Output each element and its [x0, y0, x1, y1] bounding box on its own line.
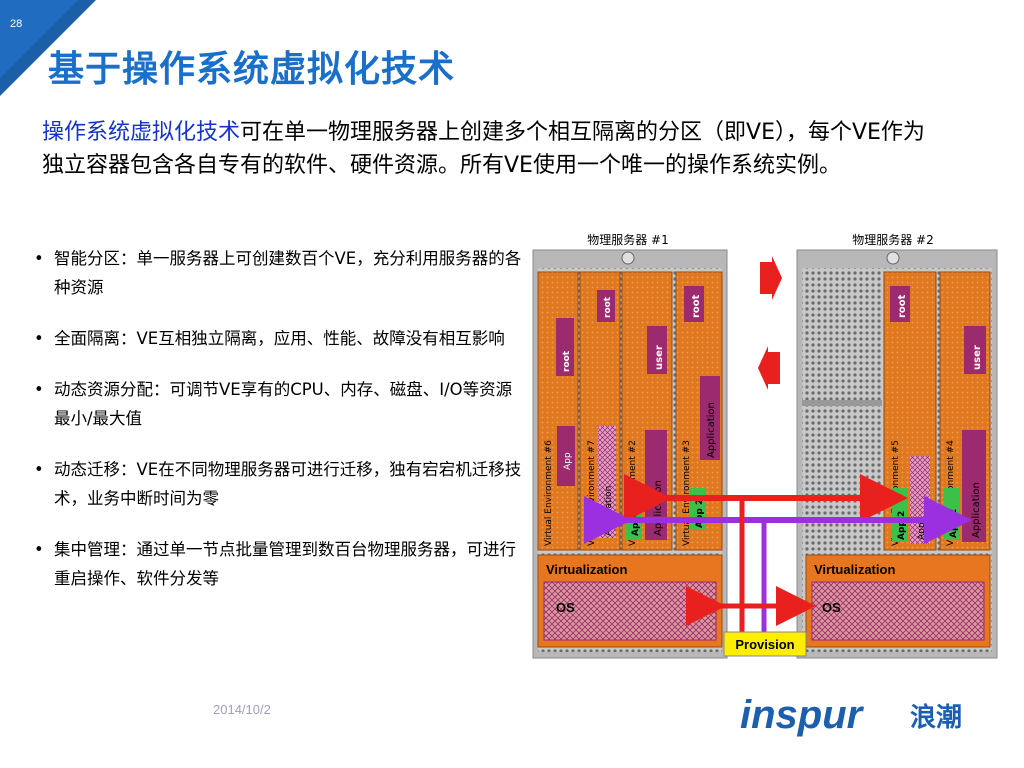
ve-column-2: Virtual Environment #2 user App 2 Applic…	[621, 271, 673, 551]
bullet-text: 全面隔离：VE互相独立隔离，应用、性能、故障没有相互影响	[54, 329, 505, 348]
ve5-app2-tag: App 2	[897, 511, 907, 540]
migrate-right-arrow	[760, 256, 782, 300]
bullet-item: • 动态迁移：VE在不同物理服务器可进行迁移，独有宕宕机迁移技术，业务中断时间为零	[34, 455, 524, 513]
bullet-dot: •	[34, 329, 44, 348]
ve7-root-tag: root	[603, 296, 613, 318]
bullet-list: • 智能分区：单一服务器上可创建数百个VE，充分利用服务器的各种资源 • 全面隔离：…	[34, 244, 524, 615]
ve5-root-tag: root	[897, 294, 908, 318]
virtualization-label-2: Virtualization	[814, 562, 895, 577]
bullet-text: 动态资源分配：可调节VE享有的CPU、内存、磁盘、I/O等资源最小/最大值	[54, 380, 513, 428]
ve4-application-tag: Application	[971, 482, 982, 538]
bullet-dot: •	[34, 540, 44, 559]
bullet-dot: •	[34, 460, 44, 479]
ve6-label: Virtual Environment #6	[544, 440, 554, 546]
ve7-label: Virtual Environment #7	[587, 440, 597, 546]
bullet-item: • 全面隔离：VE互相独立隔离，应用、性能、故障没有相互影响	[34, 324, 524, 353]
page-number: 28	[10, 18, 23, 30]
inspur-logo: inspur 浪潮	[740, 693, 962, 737]
intro-text: 可在单一物理服务器上创建多个相互隔离的分区（即VE），每个VE作为独立容器包含各…	[42, 120, 925, 178]
ve3-app2-tag: App 2	[695, 499, 705, 528]
bullet-text: 集中管理：通过单一节点批量管理到数百台物理服务器，可进行重启操作、软件分发等	[54, 540, 516, 588]
intro-paragraph: 操作系统虚拟化技术可在单一物理服务器上创建多个相互隔离的分区（即VE），每个VE…	[42, 116, 932, 182]
corner-decoration	[0, 0, 96, 96]
ve2-application-tag: Application	[653, 480, 664, 536]
bullet-text: 智能分区：单一服务器上可创建数百个VE，充分利用服务器的各种资源	[54, 249, 522, 297]
os-label-2: OS	[822, 600, 841, 615]
bullet-dot: •	[34, 380, 44, 399]
intro-highlight: 操作系统虚拟化技术	[42, 120, 241, 145]
bullet-item: • 智能分区：单一服务器上可创建数百个VE，充分利用服务器的各种资源	[34, 244, 524, 302]
virtualization-label-1: Virtualization	[546, 562, 627, 577]
ve6-app-tag: App	[563, 452, 573, 470]
ve-column-6: Virtual Environment #6 root App	[537, 271, 579, 551]
server2-label: 物理服务器 #2	[852, 232, 934, 247]
ve6-root-tag: root	[562, 350, 572, 372]
virtualization-layer-1: Virtualization OS	[537, 554, 723, 648]
ve5-app-tag: App	[917, 522, 927, 540]
ve-column-7: Virtual Environment #7 root Application	[579, 271, 621, 551]
ve-column-4: Virtual Environment #4 user App 2 Applic…	[939, 271, 991, 551]
ve7-application-tag: Application	[604, 486, 614, 536]
logo-chinese: 浪潮	[910, 702, 962, 733]
slide-date: 2014/10/2	[213, 702, 271, 717]
bullet-item: • 集中管理：通过单一节点批量管理到数百台物理服务器，可进行重启操作、软件分发等	[34, 535, 524, 593]
ve-column-3: Virtual Environment #3 root Application …	[675, 271, 723, 551]
migrate-left-arrow	[758, 346, 780, 390]
os-label-1: OS	[556, 600, 575, 615]
virtualization-layer-2: Virtualization OS	[805, 554, 991, 648]
bullet-item: • 动态资源分配：可调节VE享有的CPU、内存、磁盘、I/O等资源最小/最大值	[34, 375, 524, 433]
ve4-user-tag: user	[972, 345, 983, 370]
ve2-user-tag: user	[654, 345, 665, 370]
logo-latin: inspur	[740, 693, 865, 737]
ve3-root-tag: root	[691, 294, 702, 318]
ve-column-5: Virtual Environment #5 root App 2 App	[883, 271, 937, 551]
virtualization-diagram: 物理服务器 #1 物理服务器 #2 Virtual Environment #6…	[532, 232, 998, 659]
bullet-dot: •	[34, 249, 44, 268]
slide-title: 基于操作系统虚拟化技术	[48, 49, 456, 90]
server1-label: 物理服务器 #1	[587, 232, 669, 247]
ve3-application-tag: Application	[706, 402, 717, 458]
ve4-app2-tag: App 2	[949, 509, 959, 538]
bullet-text: 动态迁移：VE在不同物理服务器可进行迁移，独有宕宕机迁移技术，业务中断时间为零	[54, 460, 522, 508]
provision-label: Provision	[735, 637, 794, 652]
